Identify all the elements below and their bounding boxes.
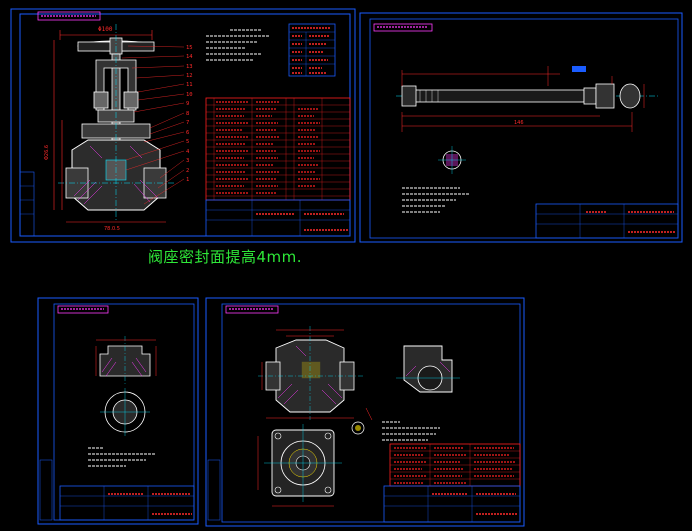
balloon: 8 <box>186 111 189 117</box>
balloon: 15 <box>186 45 193 51</box>
balloon: 9 <box>186 101 189 107</box>
overall-dim-label: 146 <box>514 120 524 126</box>
balloon: 14 <box>186 54 193 60</box>
balloon: 5 <box>186 139 189 145</box>
top-dim-label: Φ100 <box>98 26 113 33</box>
balloon: 13 <box>186 64 193 70</box>
balloon: 7 <box>186 120 189 126</box>
seat-dim-label: Φ26.6 <box>44 145 50 160</box>
balloon: 1 <box>186 177 189 183</box>
balloon: 6 <box>186 130 189 136</box>
balloon: 10 <box>186 92 193 98</box>
bottom-dim-label: 78.0.5 <box>104 226 120 232</box>
seat-note: 阀座密封面提高4mm. <box>148 248 303 266</box>
balloon: 3 <box>186 158 189 164</box>
balloon: 4 <box>186 149 190 155</box>
balloon: 2 <box>186 168 189 174</box>
balloon: 12 <box>186 73 193 79</box>
balloon: 11 <box>186 82 193 88</box>
